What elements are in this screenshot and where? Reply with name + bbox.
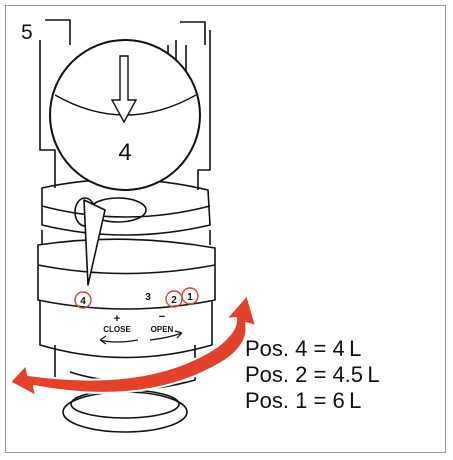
marker-circle-4 — [74, 291, 92, 309]
open-label: OPEN — [151, 325, 174, 334]
position-2-volume: Pos. 2 = 4.5 L — [245, 362, 380, 387]
open-minus: − — [159, 311, 165, 323]
dial-marker-4: 4 — [80, 296, 86, 307]
down-arrow-icon — [110, 55, 138, 124]
callout-tail — [83, 199, 106, 286]
dial-ring-edge — [37, 264, 216, 275]
dial-direction-arrows — [99, 330, 183, 345]
position-volume-list: Pos. 4 = 4 L Pos. 2 = 4.5 L Pos. 1 = 6 L — [245, 336, 380, 414]
dial-marker-3: 3 — [145, 292, 151, 303]
close-label: CLOSE — [103, 325, 131, 334]
position-1-volume: Pos. 1 = 6 L — [245, 388, 362, 413]
upper-housing-outline — [39, 30, 211, 190]
callout-number: 4 — [118, 139, 131, 166]
collar-sides — [41, 230, 211, 245]
position-4-volume: Pos. 4 = 4 L — [245, 336, 362, 361]
step-number: 5 — [21, 21, 33, 44]
dial-marker-2: 2 — [171, 295, 177, 306]
close-plus: + — [114, 313, 120, 325]
collar-line — [41, 205, 211, 218]
marker-circle-1 — [181, 287, 199, 305]
top-bracket — [45, 19, 206, 45]
lower-body — [39, 300, 213, 359]
dial-marker-1: 1 — [187, 292, 193, 303]
double-headed-curved-arrow-icon — [9, 294, 257, 397]
base-seal-inner — [70, 389, 180, 419]
